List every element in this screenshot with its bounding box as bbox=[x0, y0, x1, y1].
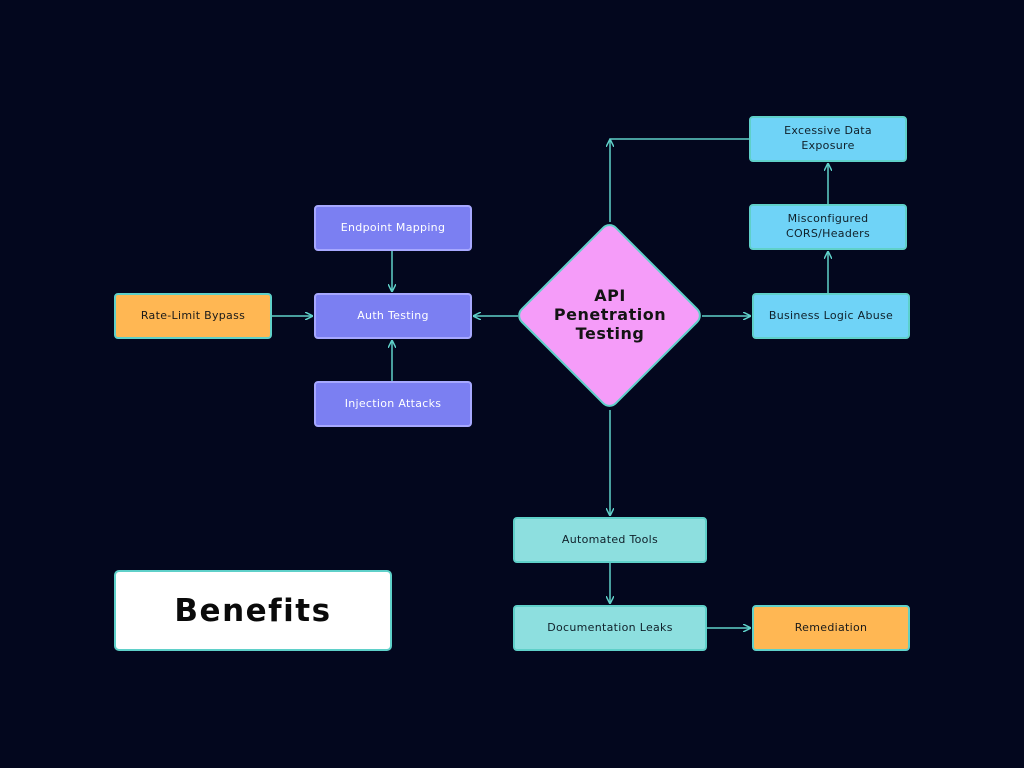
node-automated-tools[interactable]: Automated Tools bbox=[513, 517, 707, 563]
node-rate-limit-bypass-label: Rate-Limit Bypass bbox=[140, 308, 246, 322]
node-automated-tools-label: Automated Tools bbox=[561, 532, 659, 546]
node-excessive-data-exposure-label: Excessive Data Exposure bbox=[784, 124, 872, 152]
benefits-label: Benefits bbox=[174, 592, 332, 629]
benefits-box[interactable]: Benefits bbox=[114, 570, 392, 651]
node-business-logic-abuse-label: Business Logic Abuse bbox=[768, 308, 894, 322]
node-excessive-data-exposure[interactable]: Excessive Data Exposure bbox=[749, 116, 907, 162]
node-auth-testing-label: Auth Testing bbox=[357, 308, 429, 322]
connector-excessive-to-center bbox=[609, 138, 749, 140]
node-documentation-leaks[interactable]: Documentation Leaks bbox=[513, 605, 707, 651]
node-auth-testing[interactable]: Auth Testing bbox=[314, 293, 472, 339]
node-injection-attacks[interactable]: Injection Attacks bbox=[314, 381, 472, 427]
node-misconfigured-cors-headers-label: Misconfigured CORS/Headers bbox=[785, 212, 871, 240]
node-rate-limit-bypass[interactable]: Rate-Limit Bypass bbox=[114, 293, 272, 339]
node-business-logic-abuse[interactable]: Business Logic Abuse bbox=[752, 293, 910, 339]
node-endpoint-mapping-label: Endpoint Mapping bbox=[340, 220, 446, 234]
node-documentation-leaks-label: Documentation Leaks bbox=[547, 620, 673, 634]
node-injection-attacks-label: Injection Attacks bbox=[344, 396, 442, 410]
node-endpoint-mapping[interactable]: Endpoint Mapping bbox=[314, 205, 472, 251]
node-misconfigured-cors-headers[interactable]: Misconfigured CORS/Headers bbox=[749, 204, 907, 250]
node-remediation[interactable]: Remediation bbox=[752, 605, 910, 651]
node-remediation-label: Remediation bbox=[794, 620, 868, 634]
